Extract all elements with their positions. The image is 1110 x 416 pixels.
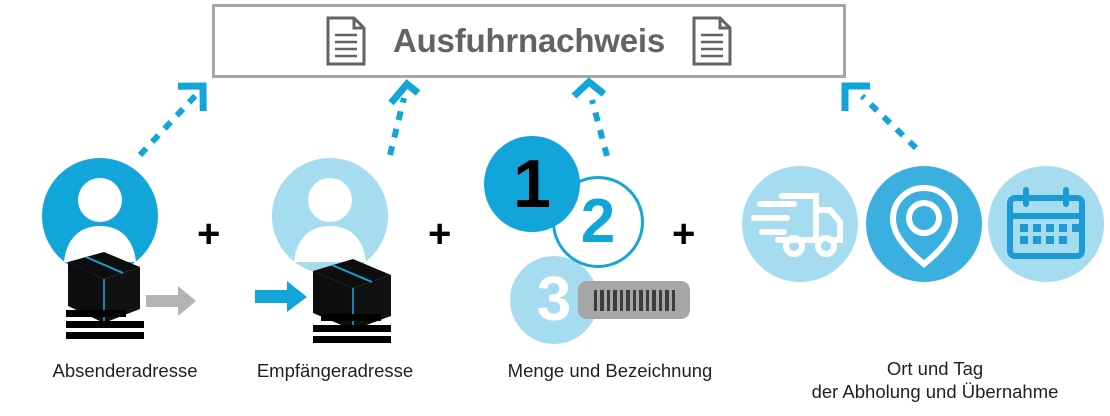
arrow-right-icon	[255, 281, 307, 312]
plus-3: +	[672, 212, 696, 256]
arrow-to-banner-1	[137, 82, 207, 158]
number-one-label: 1	[513, 146, 551, 222]
banner-ausfuhrnachweis: Ausfuhrnachweis	[212, 4, 846, 78]
arrow-right-icon	[146, 286, 196, 316]
package-and-address-recipient	[255, 259, 391, 343]
number-two-label: 2	[580, 187, 616, 256]
caption-pickup: Ort und Tag der Abholung und Übernahme	[811, 358, 1059, 402]
document-icon	[325, 15, 367, 67]
calendar-icon	[1007, 187, 1085, 259]
person-icon	[294, 178, 366, 262]
banner-title: Ausfuhrnachweis	[392, 22, 666, 59]
plus-1: +	[197, 212, 221, 256]
location-pin-icon	[889, 184, 959, 268]
address-lines-icon	[66, 310, 144, 339]
connector-arrows	[137, 77, 919, 158]
arrow-to-banner-2	[387, 79, 421, 156]
package-box-icon	[68, 252, 140, 323]
caption-recipient: Empfängeradresse	[256, 360, 414, 381]
arrow-to-banner-3	[571, 77, 610, 157]
person-icon	[64, 178, 136, 262]
barcode-icon	[578, 281, 690, 319]
plus-2: +	[428, 212, 452, 256]
number-three-label: 3	[536, 265, 572, 334]
delivery-truck-icon	[751, 193, 843, 257]
number-one-circle	[484, 136, 580, 232]
arrow-to-banner-4	[841, 82, 919, 151]
document-icon	[691, 15, 733, 67]
address-lines-icon	[313, 314, 391, 343]
package-and-address-sender	[66, 252, 196, 339]
caption-quantity: Menge und Bezeichnung	[507, 360, 713, 381]
caption-sender: Absenderadresse	[52, 360, 198, 381]
